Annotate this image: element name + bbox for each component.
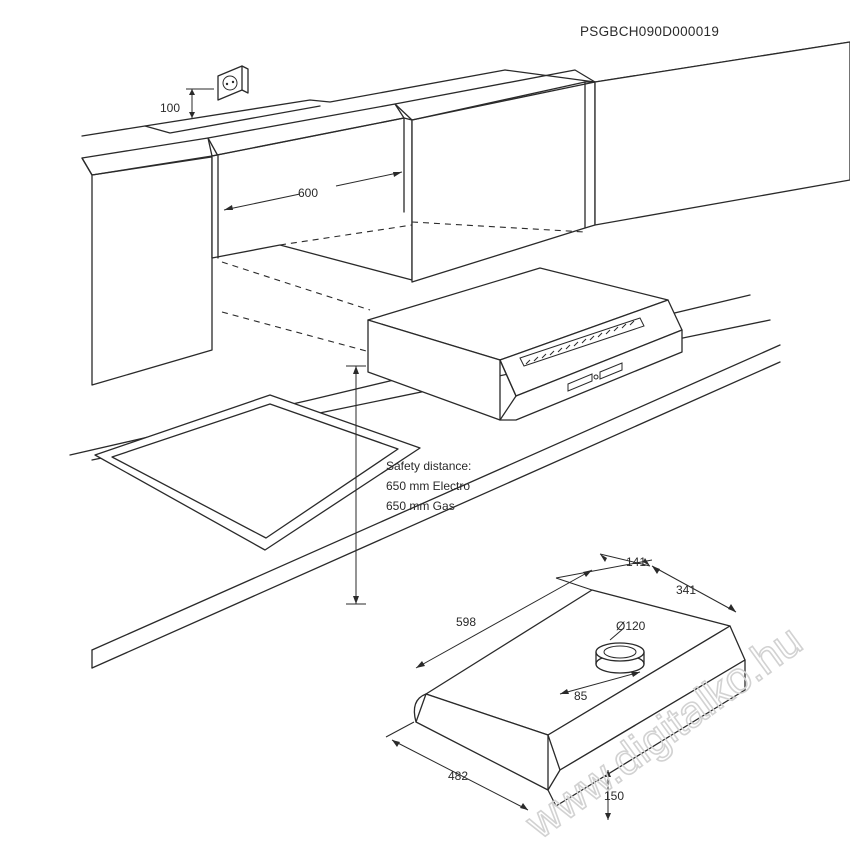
safety-distance-electro: 650 mm Electro [386, 479, 470, 493]
left-wall-cabinet [81, 137, 219, 386]
right-wall-cabinet [394, 69, 596, 283]
far-right-wall-cabinet [594, 41, 850, 226]
socket-height-dimension [186, 88, 214, 118]
cabinet-width-dimension [223, 171, 403, 211]
wall-socket [217, 65, 249, 101]
hood-length-label: 598 [456, 615, 476, 629]
safety-distance-gas: 650 mm Gas [386, 499, 455, 513]
installed-hood [367, 267, 683, 421]
hood-width-top-label: 341 [676, 583, 696, 597]
hood-projection-dashed [221, 221, 586, 353]
hood-height-label: 150 [604, 789, 624, 803]
cabinet-width-label: 600 [298, 186, 318, 200]
safety-distance-title: Safety distance: [386, 459, 471, 473]
duct-diameter-label: Ø120 [616, 619, 646, 633]
document-code: PSGBCH090D000019 [580, 24, 719, 39]
hood-depth-label: 141 [626, 555, 646, 569]
hob [94, 394, 421, 551]
detail-hood [413, 589, 746, 807]
hood-front-width-label: 482 [448, 769, 468, 783]
detail-dimensions [385, 553, 737, 820]
safety-distance-dimension [346, 365, 366, 605]
socket-height-label: 100 [160, 101, 180, 115]
duct-offset-label: 85 [574, 689, 588, 703]
